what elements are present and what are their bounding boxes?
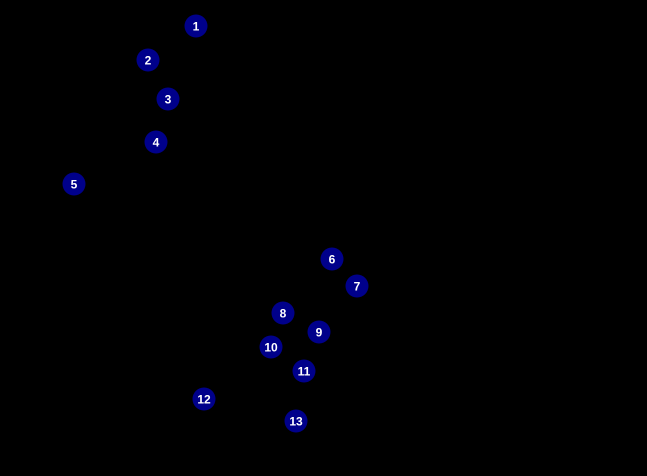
marker-badge-3[interactable]: 3 <box>156 87 180 111</box>
marker-badge-10[interactable]: 10 <box>259 335 283 359</box>
marker-badge-13[interactable]: 13 <box>284 409 308 433</box>
marker-badge-7[interactable]: 7 <box>345 274 369 298</box>
marker-badge-12[interactable]: 12 <box>192 387 216 411</box>
marker-badge-5[interactable]: 5 <box>62 172 86 196</box>
marker-badge-8[interactable]: 8 <box>271 301 295 325</box>
marker-badge-2[interactable]: 2 <box>136 48 160 72</box>
marker-badge-1[interactable]: 1 <box>184 14 208 38</box>
marker-badge-9[interactable]: 9 <box>307 320 331 344</box>
marker-badge-6[interactable]: 6 <box>320 247 344 271</box>
marker-badge-11[interactable]: 11 <box>292 359 316 383</box>
marker-badge-4[interactable]: 4 <box>144 130 168 154</box>
